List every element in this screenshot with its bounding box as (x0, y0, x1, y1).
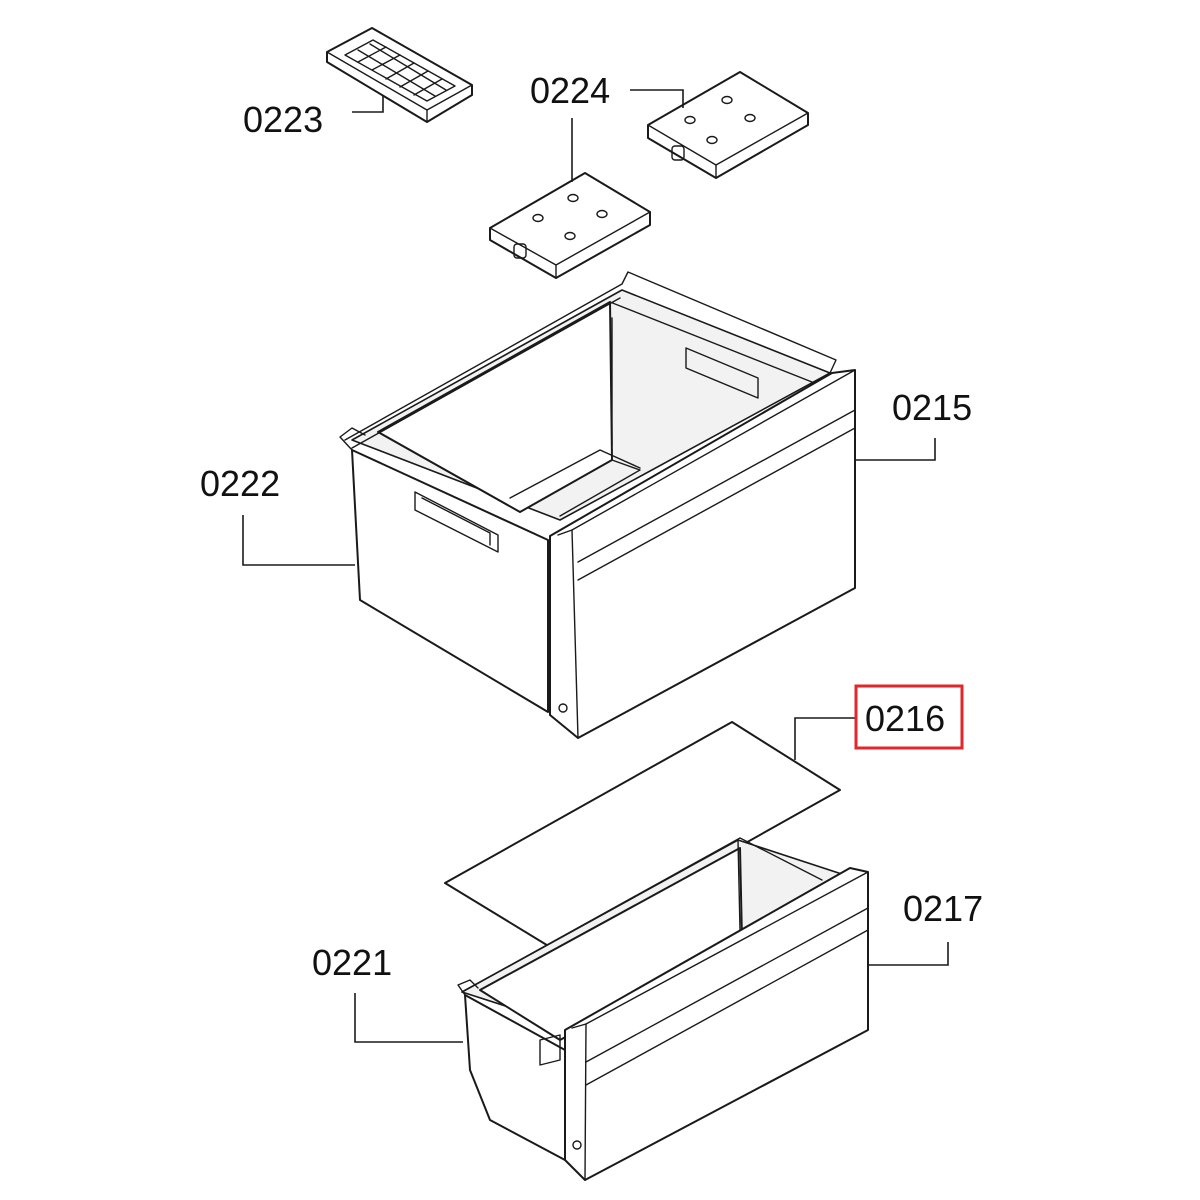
label-0222: 0222 (200, 463, 280, 504)
leader-0217 (868, 942, 949, 966)
leader-0224-right (630, 89, 684, 108)
leader-0221 (354, 993, 463, 1043)
label-0216[interactable]: 0216 (865, 698, 945, 739)
cold-pack-right[interactable] (647, 71, 809, 179)
highlight-box (854, 684, 964, 750)
lower-freezer-drawer[interactable] (457, 837, 869, 1181)
label-0221: 0221 (312, 942, 392, 983)
upper-freezer-drawer[interactable] (339, 271, 856, 739)
label-0224: 0224 (530, 70, 610, 111)
leader-lines (242, 89, 949, 1043)
leader-0223 (352, 95, 384, 113)
label-0223: 0223 (243, 99, 323, 140)
leader-0222 (242, 515, 355, 566)
leader-0216 (794, 717, 855, 760)
label-0215: 0215 (892, 387, 972, 428)
cold-pack-middle[interactable] (489, 172, 651, 279)
leader-0215 (855, 438, 936, 461)
label-0217: 0217 (903, 888, 983, 929)
ice-cube-tray[interactable] (326, 27, 473, 123)
glass-shelf-sheet[interactable] (444, 721, 841, 951)
